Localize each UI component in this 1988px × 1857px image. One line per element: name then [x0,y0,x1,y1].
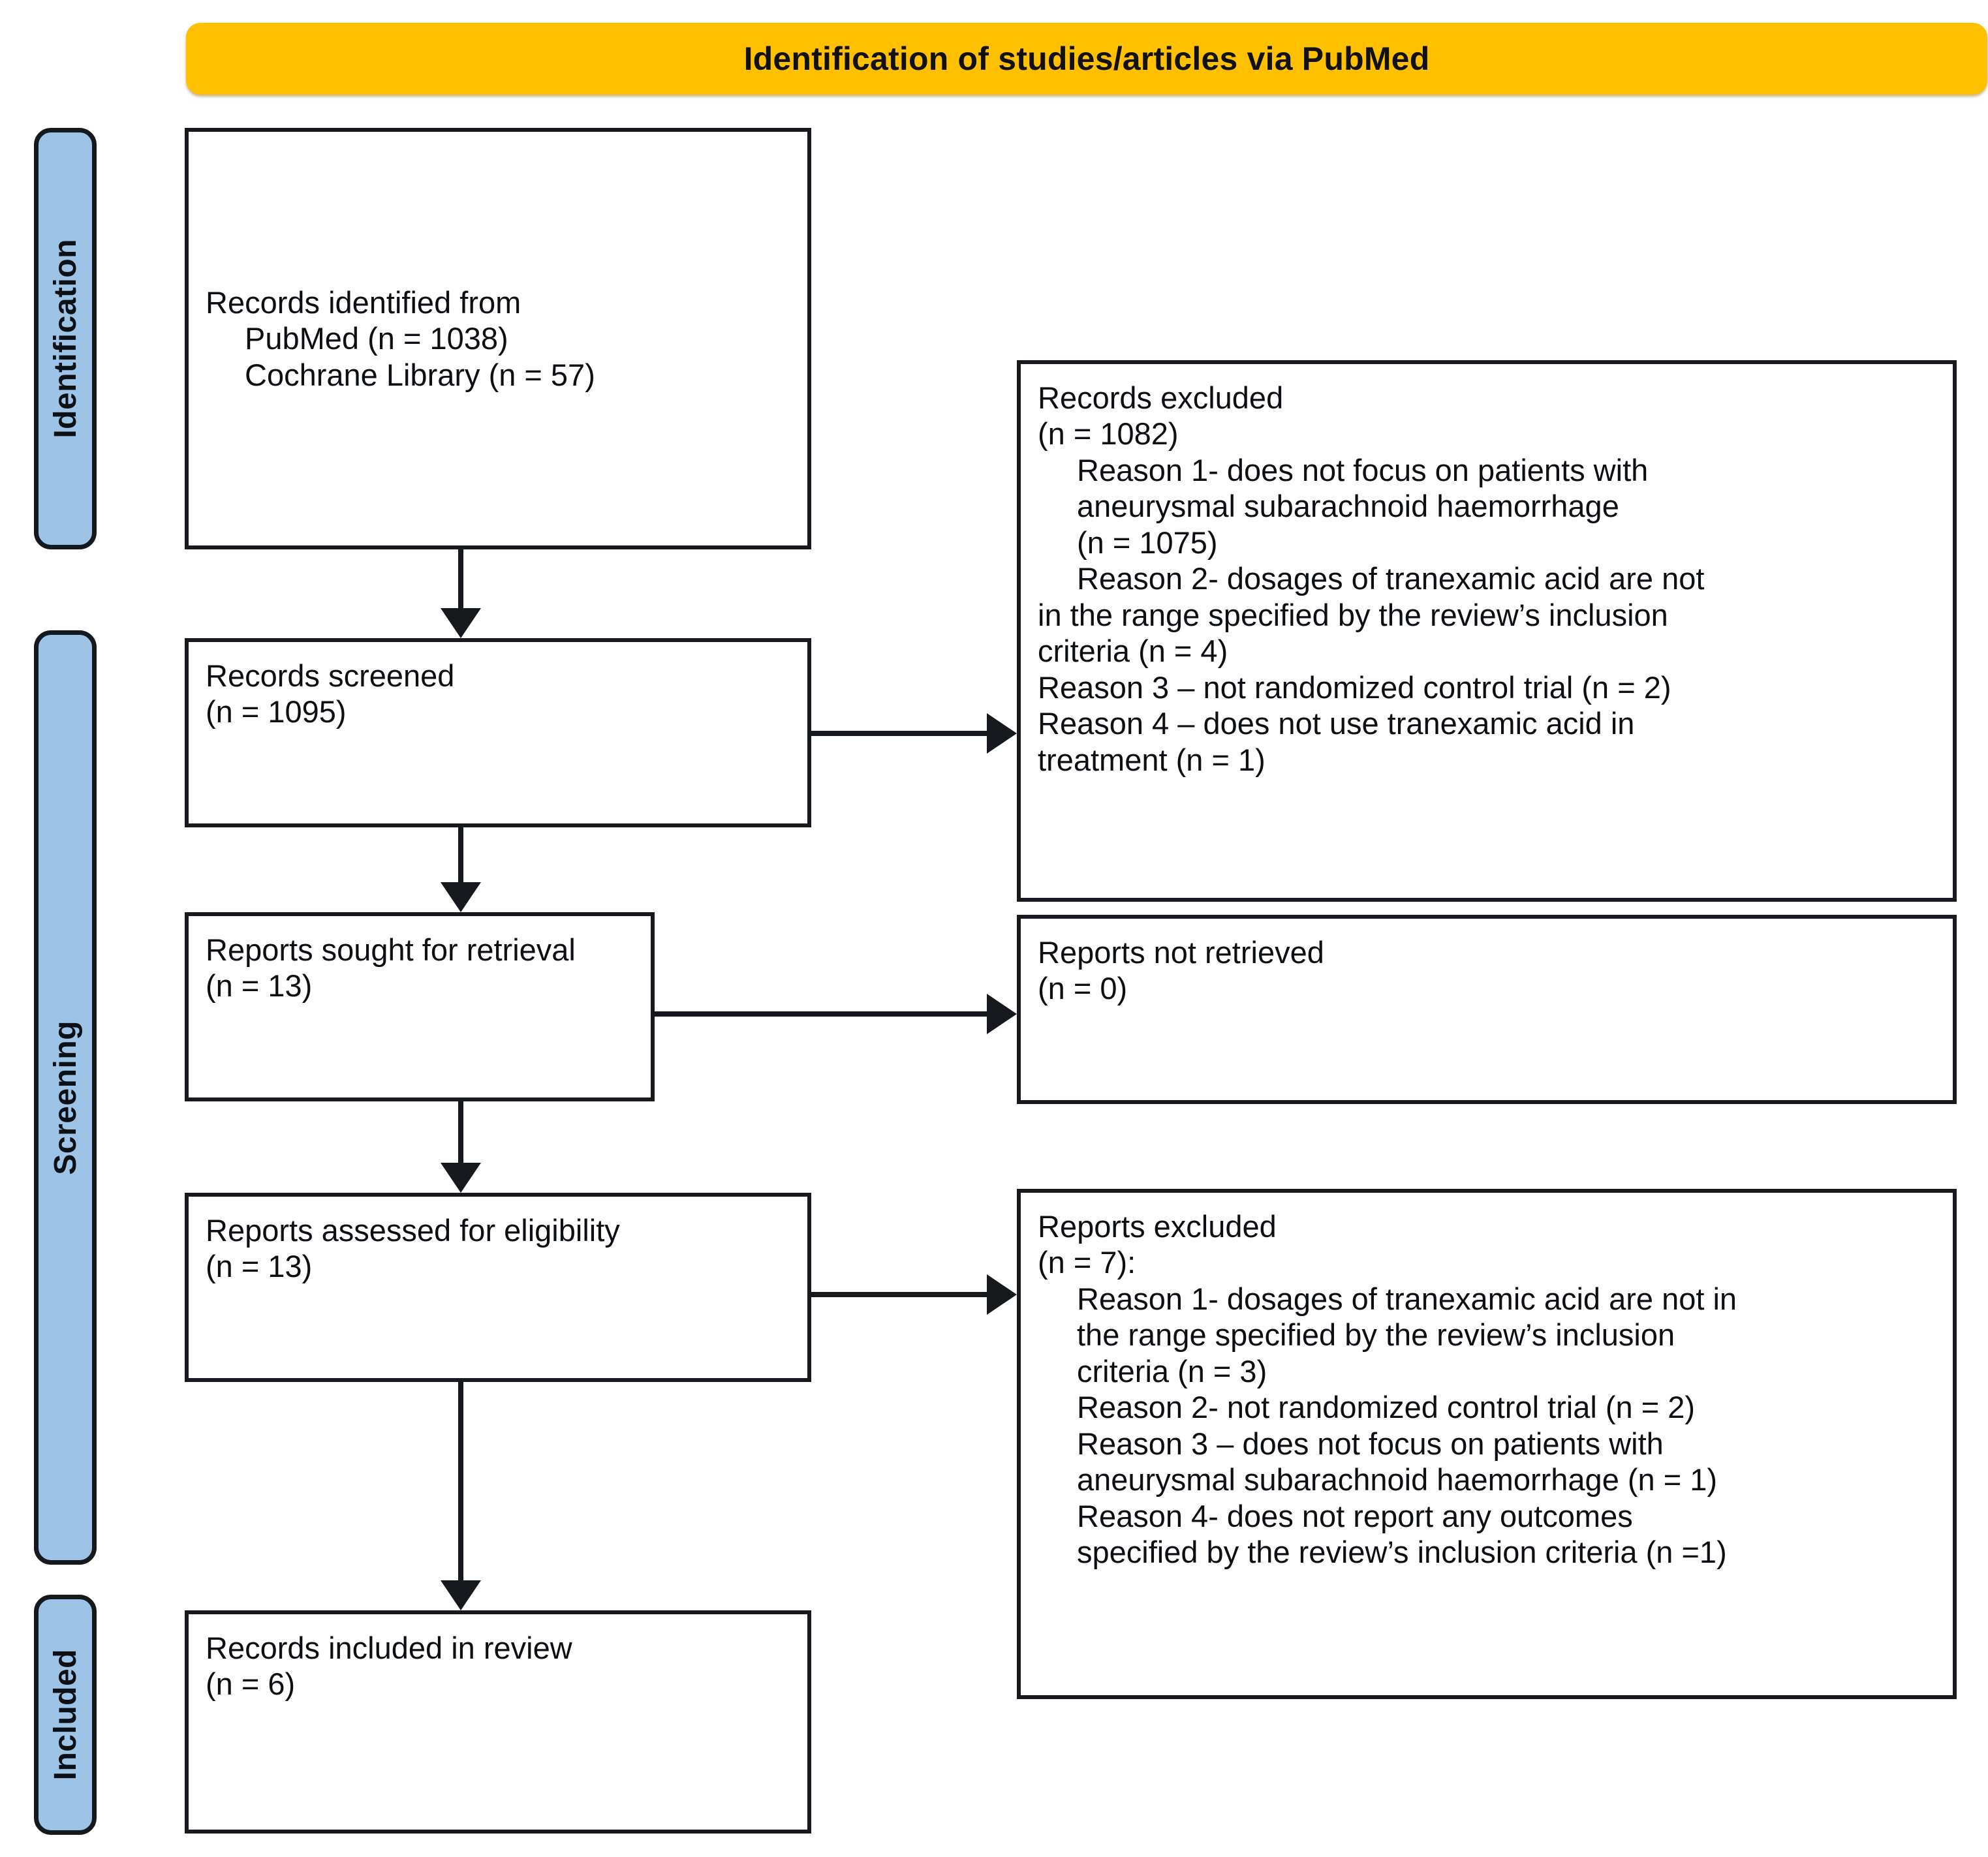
arrow-shaft [458,1382,463,1580]
arrow-head-right-icon [987,713,1017,754]
arrow-head-down-icon [441,608,481,638]
box-line: (n = 13) [206,1249,313,1284]
arrow-shaft [811,731,991,736]
box-records-identified: Records identified from PubMed (n = 1038… [185,128,811,549]
box-line: Reason 3 – not randomized control trial … [1038,669,1671,705]
box-line: Reason 1- dosages of tranexamic acid are… [1077,1281,1737,1316]
box-line: criteria (n = 4) [1038,634,1228,669]
arrow-identified-to-screened [441,549,481,638]
phase-label-included-text: Included [48,1649,83,1781]
box-line: Reason 1- does not focus on patients wit… [1077,452,1649,487]
box-line: Reason 2- not randomized control trial (… [1077,1390,1695,1425]
box-line: (n = 1095) [206,694,347,729]
box-line: (n = 6) [206,1666,296,1702]
box-line: Reports sought for retrieval [206,932,576,967]
box-line: Records excluded [1038,380,1284,415]
box-line: Records identified from [206,284,521,320]
box-line: (n = 1082) [1038,416,1179,452]
arrow-head-right-icon [987,1274,1017,1315]
phase-label-included: Included [34,1595,97,1835]
box-line: (n = 1075) [1077,525,1218,560]
box-line: Reports not retrieved [1038,935,1324,970]
box-reports-assessed-for-eligibility: Reports assessed for eligibility (n = 13… [185,1193,811,1382]
arrow-head-right-icon [987,994,1017,1034]
phase-label-identification-text: Identification [48,239,83,438]
arrow-shaft [655,1011,991,1017]
box-line: in the range specified by the review’s i… [1038,597,1668,632]
box-reports-excluded: Reports excluded (n = 7): Reason 1- dosa… [1017,1189,1957,1699]
box-line: aneurysmal subarachnoid haemorrhage (n =… [1077,1462,1718,1497]
box-line: Reports excluded [1038,1209,1277,1244]
box-records-included-in-review: Records included in review (n = 6) [185,1610,811,1834]
arrow-screened-to-sought [441,827,481,912]
box-line: Cochrane Library (n = 57) [245,357,595,392]
header-title: Identification of studies/articles via P… [743,40,1430,77]
box-line: Reports assessed for eligibility [206,1213,620,1248]
phase-label-screening: Screening [34,630,97,1565]
phase-label-screening-text: Screening [48,1020,83,1175]
arrow-shaft [458,549,463,608]
box-line: Records screened [206,658,455,693]
arrow-shaft [458,1101,463,1163]
box-line: criteria (n = 3) [1077,1353,1267,1389]
box-line: the range specified by the review’s incl… [1077,1317,1675,1353]
arrow-assessed-to-included [441,1382,481,1610]
arrow-head-down-icon [441,1163,481,1193]
box-line: PubMed (n = 1038) [245,321,508,356]
box-line: Reason 2- dosages of tranexamic acid are… [1077,561,1705,596]
box-line: specified by the review’s inclusion crit… [1077,1535,1727,1570]
header-banner: Identification of studies/articles via P… [186,23,1987,95]
arrow-sought-to-not-retrieved [655,994,1017,1034]
phase-label-identification: Identification [34,128,97,549]
box-records-excluded: Records excluded (n = 1082) Reason 1- do… [1017,360,1957,902]
box-line: Reason 4 – does not use tranexamic acid … [1038,706,1635,741]
box-records-screened: Records screened (n = 1095) [185,638,811,827]
arrow-sought-to-assessed [441,1101,481,1193]
box-line: (n = 7): [1038,1245,1136,1280]
box-line: (n = 13) [206,968,313,1004]
box-line: aneurysmal subarachnoid haemorrhage [1077,489,1619,524]
arrow-assessed-to-reports-excluded [811,1274,1017,1315]
arrow-screened-to-records-excluded [811,713,1017,754]
box-reports-sought-for-retrieval: Reports sought for retrieval (n = 13) [185,912,655,1101]
box-line: Records included in review [206,1631,572,1665]
box-line: Reason 4- does not report any outcomes [1077,1498,1633,1533]
box-line: (n = 0) [1038,971,1128,1006]
box-line: treatment (n = 1) [1038,742,1266,777]
box-reports-not-retrieved: Reports not retrieved (n = 0) [1017,915,1957,1104]
box-line: Reason 3 – does not focus on patients wi… [1077,1426,1664,1461]
arrow-shaft [811,1292,991,1297]
arrow-head-down-icon [441,1580,481,1610]
arrow-shaft [458,827,463,882]
arrow-head-down-icon [441,882,481,912]
